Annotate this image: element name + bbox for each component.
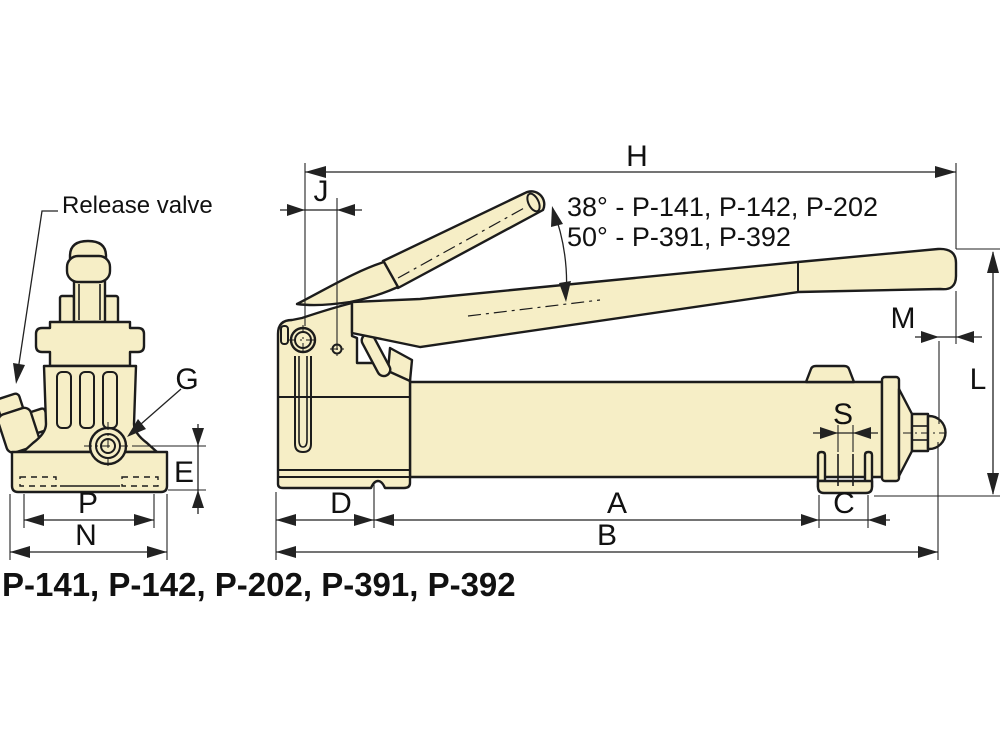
pump-yoke-upper [34, 320, 146, 368]
handle-angle-arc [551, 206, 571, 302]
angle-annotation: 38° - P-141, P-142, P-202 50° - P-391, P… [567, 192, 878, 252]
dim-label-c: C [833, 487, 855, 520]
dimension-A: A [374, 487, 820, 528]
handle-centerline [467, 299, 601, 317]
spring-channel-inner [298, 356, 308, 448]
coupler-tip [926, 414, 947, 451]
release-valve-label: Release valve [62, 192, 213, 219]
dimension-B: B [276, 442, 939, 560]
head-slot [280, 325, 289, 345]
handle-socket [295, 260, 400, 307]
dimension-D: D [275, 484, 375, 560]
callout-release-valve: Release valve [13, 192, 213, 384]
dim-label-d: D [330, 487, 352, 520]
dimension-C: C [819, 487, 890, 528]
filler-boss [804, 364, 856, 384]
end-flange [880, 375, 901, 483]
side-view [276, 190, 958, 495]
handle-end [65, 239, 112, 324]
dim-label-h: H [626, 140, 648, 173]
dimension-N: N [9, 494, 168, 560]
dimension-J: J [280, 175, 362, 344]
mounting-base-front [10, 450, 169, 494]
dimension-L: L [874, 248, 1000, 497]
dim-label-p: P [78, 487, 98, 520]
dim-label-b: B [597, 519, 617, 552]
pivot-pin [288, 325, 318, 355]
dim-label-e: E [174, 456, 194, 489]
handle-horizontal [350, 247, 958, 349]
dim-label-s: S [833, 398, 853, 431]
dimension-M: M [891, 302, 982, 424]
dim-label-n: N [75, 519, 97, 552]
handle-tube-end [526, 192, 541, 213]
dim-label-j: J [314, 175, 329, 208]
dim-label-a: A [607, 487, 627, 520]
dimension-S: S [813, 398, 878, 452]
gauge-port-label: G [175, 363, 198, 396]
spring-channel-outer [294, 356, 312, 453]
dimension-H: H [304, 140, 957, 344]
dimension-P: P [23, 487, 155, 528]
angle-note-line1: 38° - P-141, P-142, P-202 [567, 192, 878, 222]
gauge-port [84, 422, 132, 470]
rear-foot-bracket [816, 450, 874, 495]
front-view [0, 239, 169, 494]
dim-label-l: L [970, 363, 987, 396]
dim-label-m: M [891, 302, 916, 335]
model-list-title: P-141, P-142, P-202, P-391, P-392 [2, 566, 516, 603]
release-valve-knob [0, 392, 52, 454]
callout-gauge-port: G [127, 363, 199, 437]
dimension-E: E [132, 424, 206, 514]
angle-note-line2: 50° - P-391, P-392 [567, 222, 791, 252]
small-pin [330, 342, 344, 356]
cylinder-barrel [408, 380, 884, 479]
